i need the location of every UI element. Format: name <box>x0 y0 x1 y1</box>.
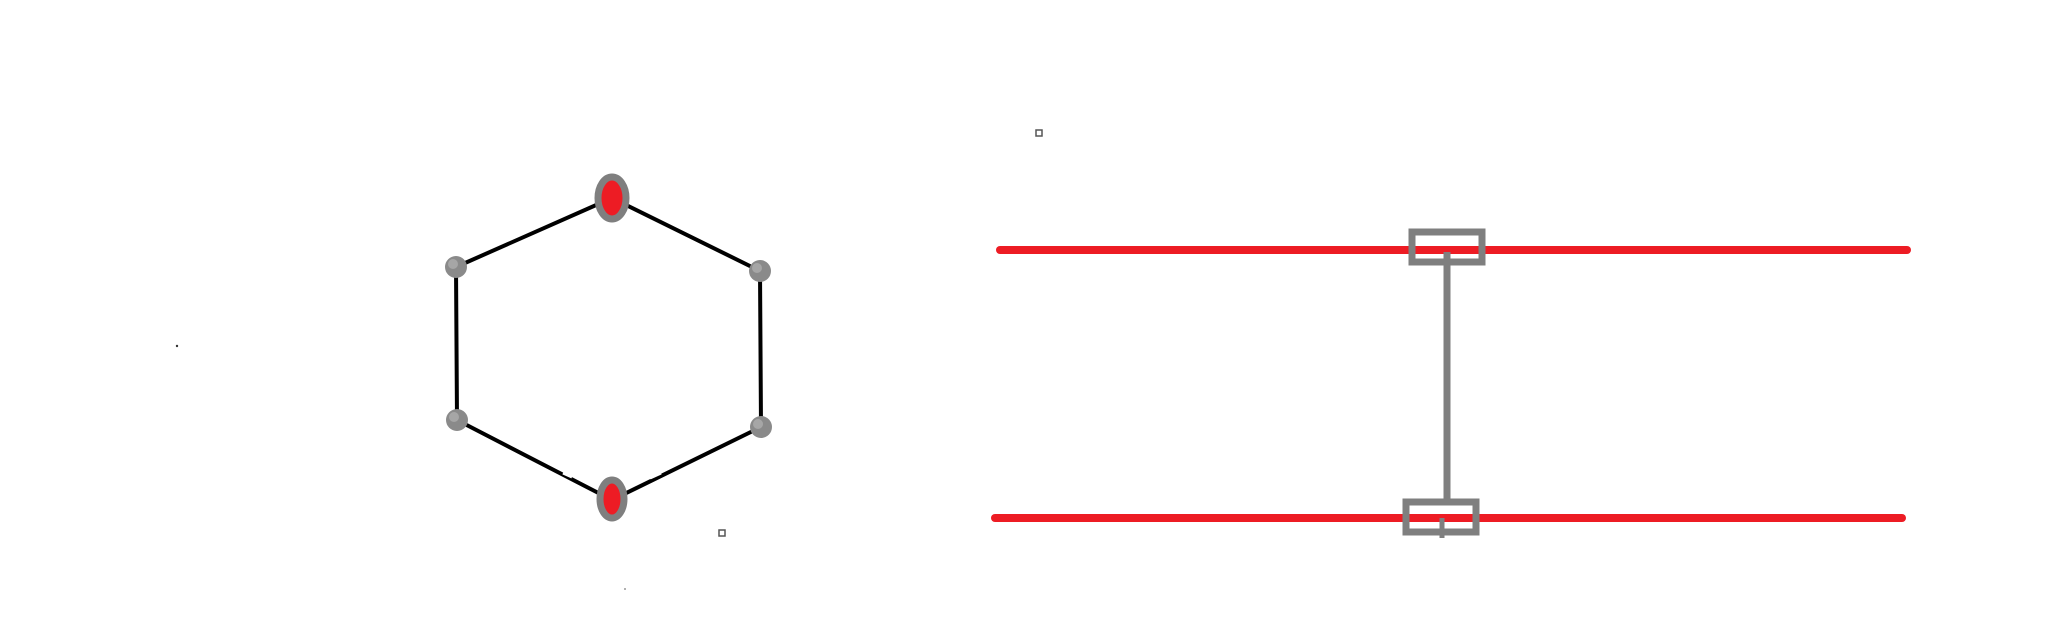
atom-carbon-lower-right <box>750 416 772 438</box>
atom-oxygen-top <box>594 173 630 223</box>
bond-lower-left-to-upper-left <box>454 265 459 422</box>
bond-lower-right-to-bottom <box>610 425 763 502</box>
stray-square-bottom <box>718 529 726 537</box>
bond-bottom-to-lower-left <box>455 418 614 502</box>
stray-dot-bottom <box>624 588 626 590</box>
atom-carbon-upper-left <box>445 256 467 278</box>
atom-carbon-lower-left <box>446 409 468 431</box>
ring-molecule <box>445 173 772 522</box>
bond-upper-left-to-top <box>454 196 614 269</box>
bond-gap-left <box>562 471 573 479</box>
bond-top-to-upper-right <box>610 196 762 273</box>
bond-upper-right-to-lower-right <box>758 269 763 429</box>
connector-link <box>1402 228 1486 538</box>
rail-system <box>991 228 1911 538</box>
atom-oxygen-bottom <box>596 476 628 522</box>
stray-square-top <box>1035 129 1043 137</box>
bond-gap-right <box>649 471 662 480</box>
atom-carbon-upper-right <box>749 260 771 282</box>
stray-dot-left <box>175 344 179 348</box>
ring-bonds <box>454 196 763 502</box>
